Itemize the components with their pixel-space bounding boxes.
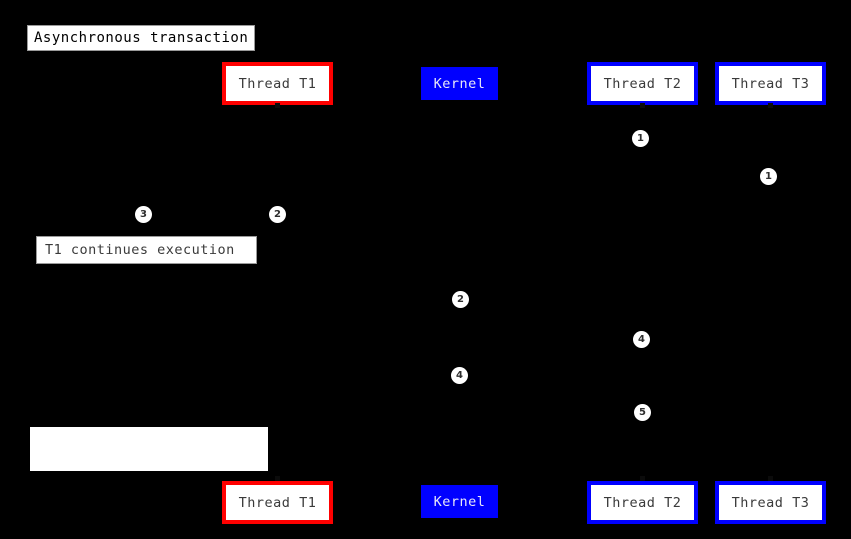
step-badge-2-t1: 2 bbox=[269, 206, 286, 223]
lifeline-label: Thread T2 bbox=[603, 494, 682, 511]
step-badge-4-t2: 4 bbox=[633, 331, 650, 348]
lifeline-thread-t2-bottom[interactable]: Thread T2 bbox=[587, 481, 698, 524]
lifeline-kernel-top[interactable]: Kernel bbox=[421, 67, 498, 100]
lifeline-thread-t3-top[interactable]: Thread T3 bbox=[715, 62, 826, 105]
lifeline-label: Thread T3 bbox=[731, 494, 810, 511]
diagram-title-box: Asynchronous transaction bbox=[27, 25, 255, 51]
lifeline-kernel-bottom[interactable]: Kernel bbox=[421, 485, 498, 518]
stub-t1-bottom bbox=[275, 476, 280, 481]
empty-note bbox=[30, 427, 268, 471]
lifeline-thread-t3-bottom[interactable]: Thread T3 bbox=[715, 481, 826, 524]
lifeline-label: Kernel bbox=[433, 75, 486, 92]
step-badge-5-t2: 5 bbox=[634, 404, 651, 421]
step-badge-1-t2: 1 bbox=[632, 130, 649, 147]
step-badge-4-kernel: 4 bbox=[451, 367, 468, 384]
lifeline-label: Thread T1 bbox=[238, 494, 317, 511]
stub-t2-bottom bbox=[640, 476, 645, 481]
step-badge-3-t1: 3 bbox=[135, 206, 152, 223]
lifeline-label: Thread T1 bbox=[238, 75, 317, 92]
lifeline-thread-t2-top[interactable]: Thread T2 bbox=[587, 62, 698, 105]
lifeline-label: Thread T3 bbox=[731, 75, 810, 92]
lifeline-thread-t1-top[interactable]: Thread T1 bbox=[222, 62, 333, 105]
step-badge-1-t3: 1 bbox=[760, 168, 777, 185]
stub-t3-bottom bbox=[768, 476, 773, 481]
stub-t2-top bbox=[640, 103, 645, 108]
stub-t3-top bbox=[768, 103, 773, 108]
stub-t1-top bbox=[275, 103, 280, 108]
step-badge-2-kernel: 2 bbox=[452, 291, 469, 308]
lifeline-thread-t1-bottom[interactable]: Thread T1 bbox=[222, 481, 333, 524]
note-label: T1 continues execution bbox=[45, 242, 235, 258]
diagram-title-label: Asynchronous transaction bbox=[34, 30, 249, 46]
t1-continues-note: T1 continues execution bbox=[36, 236, 257, 264]
lifeline-label: Thread T2 bbox=[603, 75, 682, 92]
lifeline-label: Kernel bbox=[433, 493, 486, 510]
